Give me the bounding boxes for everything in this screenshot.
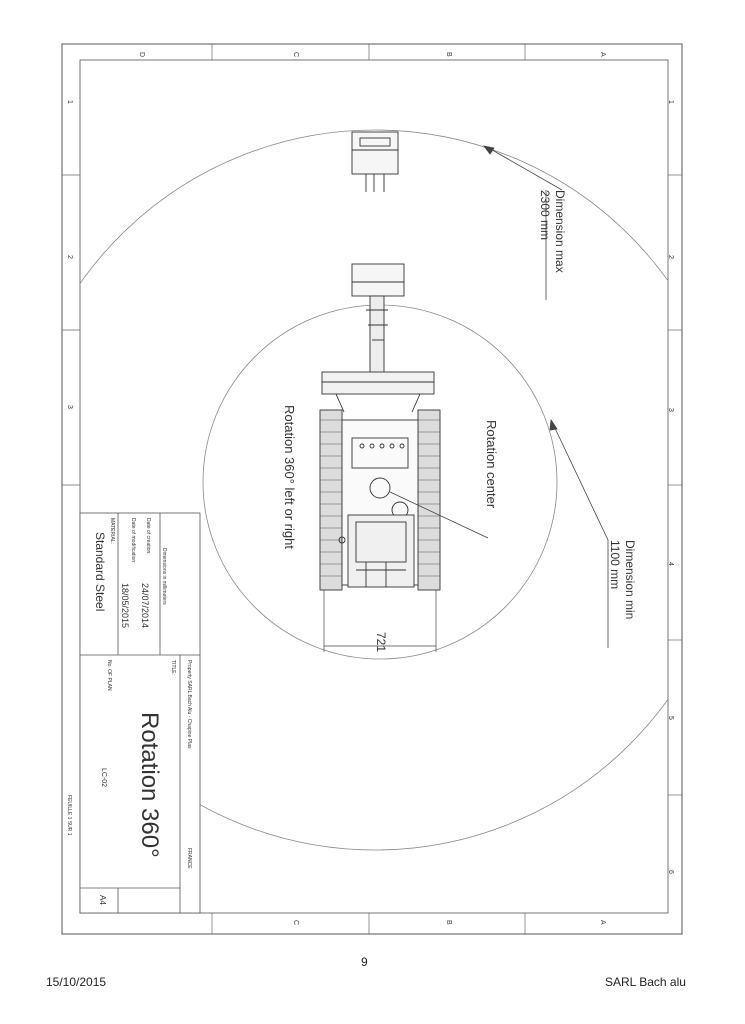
dimension-min-line2: 1100 mm — [608, 540, 622, 589]
machine-top-view — [319, 131, 441, 591]
sheet-note: FEUILLE 1 SUR 1 — [66, 795, 72, 836]
dimension-min-line1: Dimension min — [623, 540, 637, 619]
drawing-title: Rotation 360° — [136, 712, 163, 858]
property-note: Property SARL Bach Alu - Chapine Plas — [186, 660, 192, 749]
max-rotation-circle — [80, 129, 668, 851]
zone-letter-top-1: D — [138, 52, 145, 57]
footer-date: 15/10/2015 — [46, 975, 107, 989]
dimension-min-leader — [549, 418, 609, 648]
material-value: Standard Steel — [93, 532, 107, 611]
plan-number-value: LC-02 — [100, 768, 107, 787]
units-note: Dimensions in millimeters — [161, 548, 167, 605]
zone-letter-top-3: B — [445, 52, 452, 57]
zone-number-right-2: 2 — [667, 255, 674, 259]
plan-number-label: No. OF PLAN — [106, 660, 112, 691]
modification-date-value: 18/05/2015 — [120, 583, 130, 628]
page-number: 9 — [361, 955, 368, 969]
title-label: TITLE: — [170, 660, 176, 675]
zone-letter-bottom-3: A — [599, 920, 606, 925]
creation-date-value: 24/07/2014 — [140, 583, 150, 628]
zone-number-right-6: 6 — [667, 870, 674, 874]
outer-frame — [61, 43, 683, 935]
zone-number-left-3: 3 — [66, 405, 73, 409]
rotation-label: Rotation 360° left or right — [282, 405, 297, 549]
dimension-max-leader — [483, 145, 563, 300]
title-block — [79, 512, 201, 914]
material-label: MATERIAL: — [109, 518, 115, 544]
paper-size: A4 — [98, 895, 107, 905]
zone-number-right-5: 5 — [667, 716, 674, 720]
inner-frame — [79, 59, 669, 914]
creation-date-label: Date of creation: — [145, 518, 151, 555]
width-dimension-value: 721 — [374, 632, 388, 652]
zone-number-right-1: 1 — [667, 100, 674, 104]
dimension-max-line2: 2300 mm — [538, 190, 552, 240]
country-label: FRANCE — [186, 848, 192, 869]
dimension-max-line1: Dimension max — [553, 190, 567, 273]
modification-date-label: Date of modification: — [130, 518, 136, 564]
zone-number-right-3: 3 — [667, 408, 674, 412]
zone-letter-bottom-1: C — [292, 920, 299, 925]
zone-letter-bottom-2: B — [445, 920, 452, 925]
zone-number-left-2: 2 — [66, 255, 73, 259]
zone-ticks — [62, 44, 682, 934]
width-dimension-line — [323, 590, 437, 652]
footer-company: SARL Bach alu — [605, 975, 686, 989]
zone-number-left-1: 1 — [66, 100, 73, 104]
zone-number-right-4: 4 — [667, 562, 674, 566]
zone-letter-top-4: A — [599, 52, 606, 57]
rotation-center-leader — [389, 491, 489, 539]
zone-letter-top-2: C — [292, 52, 299, 57]
rotation-center-label: Rotation center — [484, 420, 499, 509]
